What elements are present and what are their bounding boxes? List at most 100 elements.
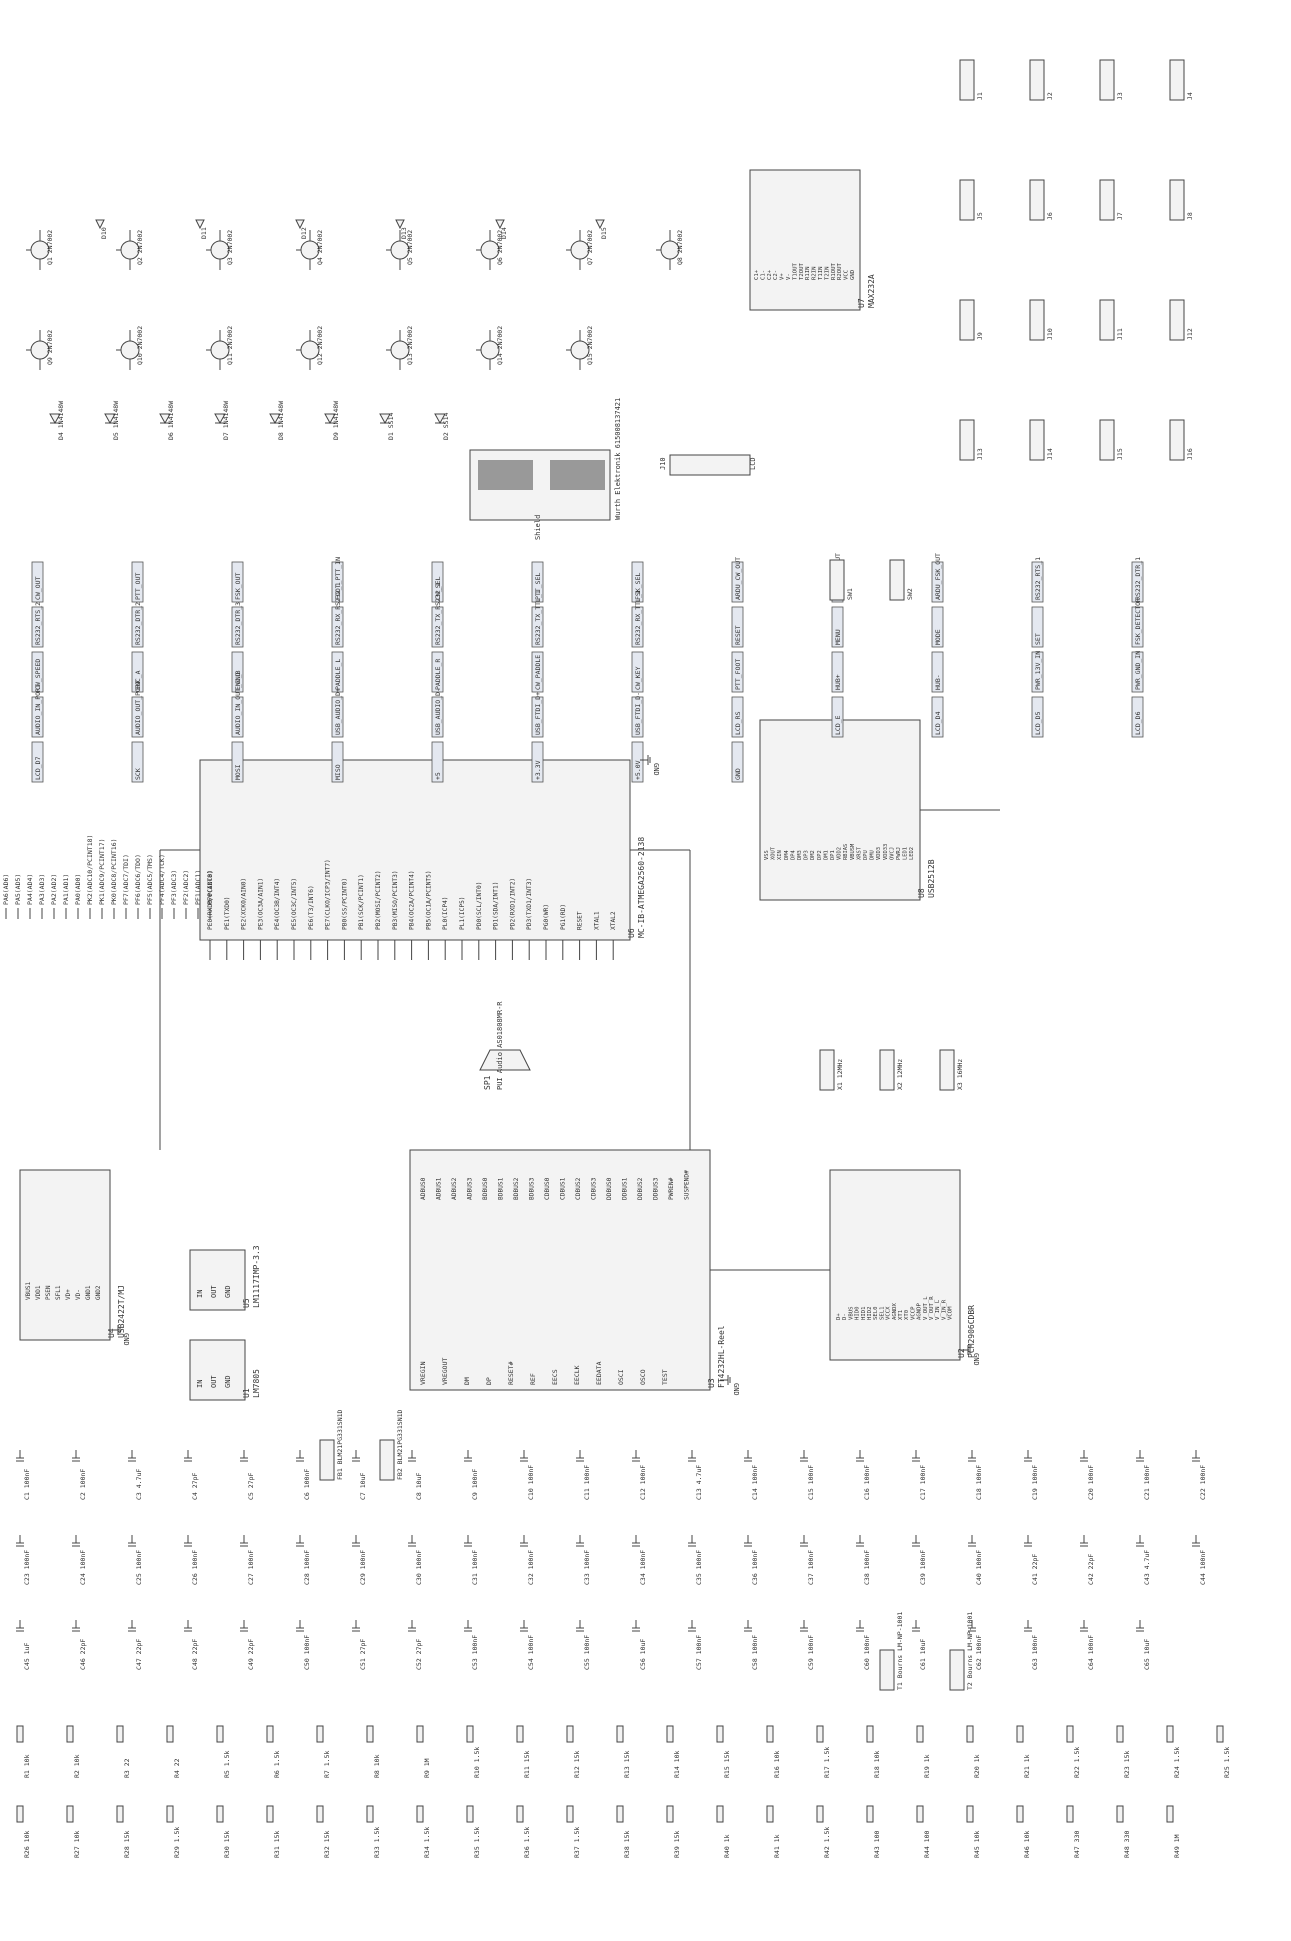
net-label-flag xyxy=(31,696,44,738)
led-2: D12 xyxy=(295,219,308,239)
net-label-flag xyxy=(1031,696,1044,738)
resistor-body xyxy=(1216,1725,1224,1743)
mcu-right-pin: PB4(OC2A/PCINT4) xyxy=(409,870,416,930)
capacitor-label: C34 100nF xyxy=(639,1550,647,1585)
net-label: +5 xyxy=(434,772,442,780)
capacitor-label: C6 100nF xyxy=(303,1469,311,1500)
capacitor-label: C24 100nF xyxy=(79,1550,87,1585)
net-label: CW_OUT xyxy=(34,576,42,600)
hub-ctrl-u8-part: USB2512B xyxy=(927,859,936,898)
codec-pin: VBUS xyxy=(848,1307,854,1320)
ftdi-left-pin: RESET# xyxy=(507,1361,515,1385)
rj-port-b xyxy=(550,460,605,490)
resistor-body xyxy=(666,1725,674,1743)
connector-label: J7 xyxy=(1116,212,1124,220)
connector-label: J8 xyxy=(1186,212,1194,220)
hubctrl-pin: LED1 xyxy=(903,847,909,860)
connector-13: J14 xyxy=(1029,419,1054,461)
connector-body xyxy=(959,299,975,341)
mcu-left-pin: PK1(ADC9/PCINT17) xyxy=(98,838,106,905)
hubctrl-pin: VDD33 xyxy=(883,844,889,860)
rs232-u7-ref: U7 xyxy=(857,298,866,308)
diode-3: D7 1N4148W xyxy=(214,401,230,440)
resistor-body xyxy=(566,1725,574,1743)
net-label-flag xyxy=(1131,651,1144,693)
resistor-label: R24 1.5k xyxy=(1173,1747,1181,1778)
resistor-body xyxy=(866,1805,874,1823)
ferrite-0: FB1 BLM21PG331SN1D xyxy=(319,1409,344,1481)
connector-11: J12 xyxy=(1169,299,1194,341)
net-label: PADDLE_R xyxy=(434,659,442,690)
resistor-label: R7 1.5k xyxy=(323,1751,331,1778)
mcu-left-pin: PF4(ADC4/TCK) xyxy=(158,854,166,905)
net-label-flag xyxy=(831,651,844,693)
net-label: RS232_DTR_2 xyxy=(134,602,142,645)
capacitor-label: C19 100nF xyxy=(1031,1465,1039,1500)
usb-hub-u4-body xyxy=(19,1169,111,1341)
resistor-label: R45 10k xyxy=(973,1831,981,1858)
capacitor-label: C25 100nF xyxy=(135,1550,143,1585)
hubctrl-pin: XOUT xyxy=(771,846,777,860)
resistor-body xyxy=(916,1725,924,1743)
resistor-label: R26 10k xyxy=(23,1831,31,1858)
mosfet-9: Q10 2N7002 xyxy=(116,326,144,370)
diode-label: D9 1N4148W xyxy=(332,401,340,440)
hub-pin: PSEN xyxy=(45,1285,52,1300)
transformer-1: T2 Bourns LM-NP-1001 xyxy=(949,1612,974,1691)
connector-label: J16 xyxy=(1186,448,1194,460)
connector-7: J8 xyxy=(1169,179,1194,221)
net-label: LCD_D4 xyxy=(934,711,942,735)
codec-pin: D- xyxy=(842,1313,848,1320)
rs232-pin: VCC xyxy=(844,270,850,280)
regulator-u5-ref: U5 xyxy=(242,1298,251,1308)
crystal-0: X1 12MHz xyxy=(819,1049,844,1091)
ftdi-left-pin: OSCI xyxy=(617,1369,625,1385)
lcd-title: LCD xyxy=(749,457,757,470)
diode-label: D1 SS14 xyxy=(387,413,395,440)
transformer-body xyxy=(949,1649,965,1691)
capacitor-label: C11 100nF xyxy=(583,1465,591,1500)
hub-ctrl-u8-body xyxy=(759,719,921,901)
net-label: +5.0V xyxy=(634,760,642,780)
resistor-body xyxy=(16,1805,24,1823)
capacitor-label: C20 100nF xyxy=(1087,1465,1095,1500)
led-symbol xyxy=(595,219,605,230)
resistor-label: R12 15k xyxy=(573,1751,581,1778)
net-label: MENU xyxy=(834,629,842,645)
net-label-flag xyxy=(931,561,944,603)
diode-label: D7 1N4148W xyxy=(222,401,230,440)
net-label-flag xyxy=(131,561,144,603)
connector-body xyxy=(1029,419,1045,461)
resistor-body xyxy=(916,1805,924,1823)
ftdi-right-pin: DDBUS1 xyxy=(622,1177,629,1200)
capacitor-label: C46 22pF xyxy=(79,1639,87,1670)
codec-pin: VCCX xyxy=(886,1306,892,1320)
ground-label: GND xyxy=(972,1353,980,1366)
regulator-pin: GND xyxy=(224,1375,232,1388)
net-label-flag xyxy=(931,651,944,693)
connector-body xyxy=(1029,299,1045,341)
mcu-right-pin: PE0(RXD0/PCINT8) xyxy=(207,870,214,930)
capacitor-label: C35 100nF xyxy=(695,1550,703,1585)
net-label-flag xyxy=(31,741,44,783)
net-label-flag xyxy=(731,696,744,738)
resistor-body xyxy=(816,1805,824,1823)
net-label: +3.3V xyxy=(534,760,542,780)
connector-label: J13 xyxy=(976,448,984,460)
mosfet-5: Q6 2N7002 xyxy=(476,230,504,270)
connector-15: J16 xyxy=(1169,419,1194,461)
mcu-u6-part: MC-IB-ATMEGA2560-2138 xyxy=(637,837,646,938)
mcu-right-pin: PL0(ICP4) xyxy=(442,896,449,930)
resistor-label: R1 10k xyxy=(23,1754,31,1778)
rs232-u7-body xyxy=(749,169,861,311)
diode-label: D4 1N4148W xyxy=(57,401,65,440)
ferrite-1: FB2 BLM21PG331SN1D xyxy=(379,1409,404,1481)
capacitor-label: C36 100nF xyxy=(751,1550,759,1585)
led-symbol xyxy=(195,219,205,230)
resistor-body xyxy=(116,1805,124,1823)
